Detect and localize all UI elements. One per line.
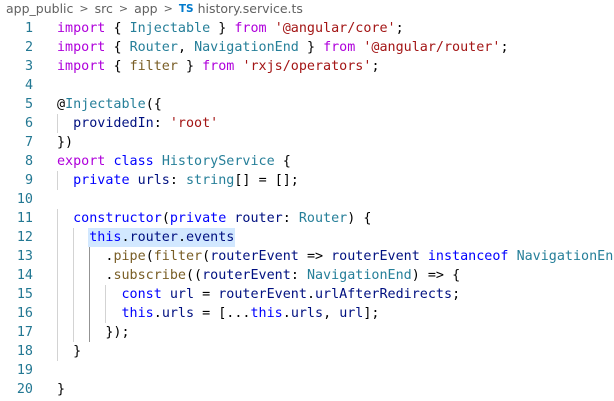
line-number: 1 <box>24 21 33 36</box>
indent-guide <box>105 285 107 304</box>
code-line[interactable]: 19 <box>0 361 614 380</box>
code-text: .subscribe((routerEvent: NavigationEnd) … <box>105 268 461 283</box>
breadcrumb-file[interactable]: TS history.service.ts <box>179 1 303 16</box>
code-line[interactable]: 10 <box>0 190 614 209</box>
indent-guide <box>89 304 91 323</box>
indent-guide <box>105 304 107 323</box>
code-text: import { filter } from 'rxjs/operators'; <box>57 59 380 74</box>
line-number: 5 <box>24 97 33 112</box>
code-line[interactable]: 12 this.router.events <box>0 228 614 247</box>
code-text: providedIn: 'root' <box>73 116 219 131</box>
code-text: constructor(private router: Router) { <box>73 211 372 226</box>
indent-guide <box>73 266 75 285</box>
code-text: .pipe(filter(routerEvent => routerEvent … <box>105 249 614 264</box>
code-line[interactable]: 18 } <box>0 342 614 361</box>
line-number: 8 <box>24 154 33 169</box>
indent-guide <box>57 266 58 285</box>
line-number: 3 <box>24 59 33 74</box>
line-number: 13 <box>16 249 33 264</box>
indent-guide <box>73 304 75 323</box>
code-line[interactable]: 6 providedIn: 'root' <box>0 114 614 133</box>
breadcrumb-file-name: history.service.ts <box>197 1 303 16</box>
code-text: const url = routerEvent.urlAfterRedirect… <box>121 287 461 302</box>
code-line[interactable]: 2 import { Router, NavigationEnd } from '… <box>0 38 614 57</box>
indent-guide <box>57 209 58 228</box>
code-text: @Injectable({ <box>57 97 162 112</box>
indent-guide <box>57 323 58 342</box>
code-text: this.urls = [...this.urls, url]; <box>121 306 380 321</box>
line-number: 14 <box>16 268 33 283</box>
indent-guide <box>73 285 75 304</box>
typescript-file-icon: TS <box>178 2 194 15</box>
line-number: 9 <box>24 173 33 188</box>
indent-guide <box>57 285 58 304</box>
line-number: 18 <box>16 344 33 359</box>
chevron-right-icon: > <box>118 2 129 15</box>
code-line[interactable]: 9 private urls: string[] = []; <box>0 171 614 190</box>
code-text: this.router.events <box>89 230 235 245</box>
indent-guide <box>57 228 58 247</box>
breadcrumb: app_public > src > app > TS history.serv… <box>0 0 614 17</box>
code-line[interactable]: 4 <box>0 76 614 95</box>
indent-guide <box>57 342 58 361</box>
code-text: import { Injectable } from '@angular/cor… <box>57 21 404 36</box>
chevron-right-icon: > <box>163 2 173 15</box>
indent-guide <box>57 247 58 266</box>
code-line[interactable]: 1 import { Injectable } from '@angular/co… <box>0 19 614 38</box>
indent-guide <box>73 323 75 342</box>
line-number: 12 <box>16 230 33 245</box>
indent-guide <box>73 247 75 266</box>
code-text: } <box>73 344 82 359</box>
selection-highlight <box>88 228 236 247</box>
line-number: 16 <box>16 306 33 321</box>
chevron-right-icon: > <box>79 2 89 15</box>
indent-guide <box>57 171 58 190</box>
line-number: 15 <box>16 287 33 302</box>
code-line[interactable]: 20} <box>0 380 614 399</box>
code-text: } <box>57 382 66 397</box>
line-number: 17 <box>16 325 33 340</box>
indent-guide <box>57 304 58 323</box>
code-line[interactable]: 3 import { filter } from 'rxjs/operators'… <box>0 57 614 76</box>
breadcrumb-item-app[interactable]: app <box>134 1 158 16</box>
indent-guide <box>57 114 58 133</box>
line-number: 2 <box>24 40 33 55</box>
code-line[interactable]: 7}) <box>0 133 614 152</box>
code-text: import { Router, NavigationEnd } from '@… <box>57 40 509 55</box>
code-text: export class HistoryService { <box>57 154 291 169</box>
code-text: }) <box>57 135 74 150</box>
code-line[interactable]: 8 export class HistoryService { <box>0 152 614 171</box>
indent-guide <box>89 285 91 304</box>
code-line[interactable]: 11 constructor(private router: Router) { <box>0 209 614 228</box>
line-number: 19 <box>16 363 33 378</box>
line-number: 10 <box>16 192 33 207</box>
code-line[interactable]: 13 .pipe(filter(routerEvent => routerEve… <box>0 247 614 266</box>
code-line[interactable]: 15 const url = routerEvent.urlAfterRedir… <box>0 285 614 304</box>
indent-guide <box>89 266 91 285</box>
line-number: 7 <box>24 135 33 150</box>
code-line[interactable]: 5 @Injectable({ <box>0 95 614 114</box>
line-number: 20 <box>16 382 33 397</box>
indent-guide <box>73 228 75 247</box>
code-text: private urls: string[] = []; <box>73 173 299 188</box>
breadcrumb-item-app-public[interactable]: app_public <box>6 1 74 16</box>
code-line[interactable]: 17 }); <box>0 323 614 342</box>
breadcrumb-item-src[interactable]: src <box>94 1 113 16</box>
indent-guide <box>89 247 91 266</box>
code-text: }); <box>105 325 130 340</box>
code-line[interactable]: 14 .subscribe((routerEvent: NavigationEn… <box>0 266 614 285</box>
indent-guide <box>89 323 91 342</box>
code-line[interactable]: 16 this.urls = [...this.urls, url]; <box>0 304 614 323</box>
line-number: 11 <box>16 211 33 226</box>
code-editor[interactable]: 1 import { Injectable } from '@angular/co… <box>0 19 614 399</box>
line-number: 6 <box>24 116 33 131</box>
line-number: 4 <box>24 78 33 93</box>
